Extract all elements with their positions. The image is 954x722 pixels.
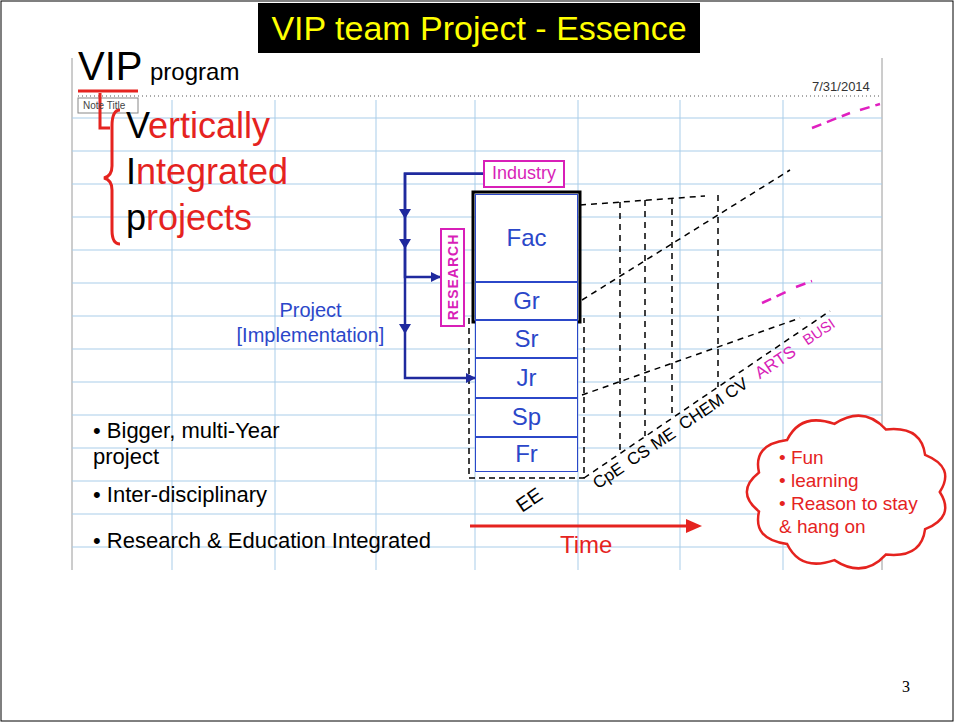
box-label: Industry [492, 163, 556, 185]
industry-box: Industry [483, 160, 565, 188]
faculty-grad-frame [473, 192, 580, 322]
acronym-word: projects [126, 198, 252, 238]
slide-title: VIP team Project - Essence [258, 3, 700, 53]
discipline-label: ME [648, 425, 680, 455]
note-tab-label: Note Title [83, 100, 125, 112]
cloud-outline-path [747, 416, 945, 569]
red-brace [104, 110, 120, 244]
benefit-item: • Reason to stay & hang on [779, 492, 930, 538]
flow-connector [405, 174, 483, 378]
project-label: Project [Implementation] [228, 298, 393, 348]
note-date: 7/31/2014 [812, 80, 870, 94]
note-heading: VIP [78, 46, 142, 86]
note-heading-word: program [150, 60, 239, 84]
research-box: RESEARCH [440, 228, 465, 327]
dotted-rule [78, 96, 880, 97]
bullet-note: • Research & Education Integrated [93, 528, 431, 554]
level-label: Sp [512, 403, 541, 432]
cloud-outline [745, 412, 950, 572]
discipline-label: CpE [590, 460, 628, 494]
acronym-word: Vertically [126, 106, 270, 146]
freshman-cell: Fr [475, 437, 578, 472]
pink-continuation-dashes [762, 104, 880, 303]
benefit-item: • learning [779, 469, 930, 492]
junior-cell: Jr [475, 358, 578, 398]
team-dashed-frame [469, 318, 584, 478]
red-underline [78, 90, 138, 93]
page-number: 3 [902, 678, 910, 696]
discipline-label: BUSI [800, 315, 838, 348]
benefit-cloud: • Fun• learning• Reason to stay & hang o… [745, 412, 950, 572]
level-label: Gr [513, 287, 540, 316]
discipline-label: CS [624, 442, 654, 471]
level-label: Jr [517, 364, 537, 393]
level-label: Fac [506, 224, 546, 253]
time-arrow [470, 525, 690, 528]
level-label: Fr [515, 440, 538, 469]
bullet-note: • Bigger, multi-Year project [93, 418, 328, 471]
graduate-cell: Gr [475, 282, 578, 320]
discipline-label: CHEM [676, 391, 728, 434]
title-bar: VIP team Project - Essence [258, 3, 700, 53]
benefit-item: • Fun [779, 446, 930, 469]
discipline-label: CV [722, 375, 752, 404]
time-label: Time [560, 532, 612, 558]
bullet-note: • Inter-disciplinary [93, 482, 267, 508]
faculty-cell: Fac [475, 194, 578, 282]
level-label: Sr [515, 325, 539, 354]
sophomore-cell: Sp [475, 398, 578, 437]
discipline-label: EE [512, 483, 546, 516]
time-arrowhead [686, 519, 702, 533]
acronym-word: Integrated [126, 152, 288, 192]
box-label: RESEARCH [444, 234, 461, 321]
senior-cell: Sr [475, 320, 578, 358]
